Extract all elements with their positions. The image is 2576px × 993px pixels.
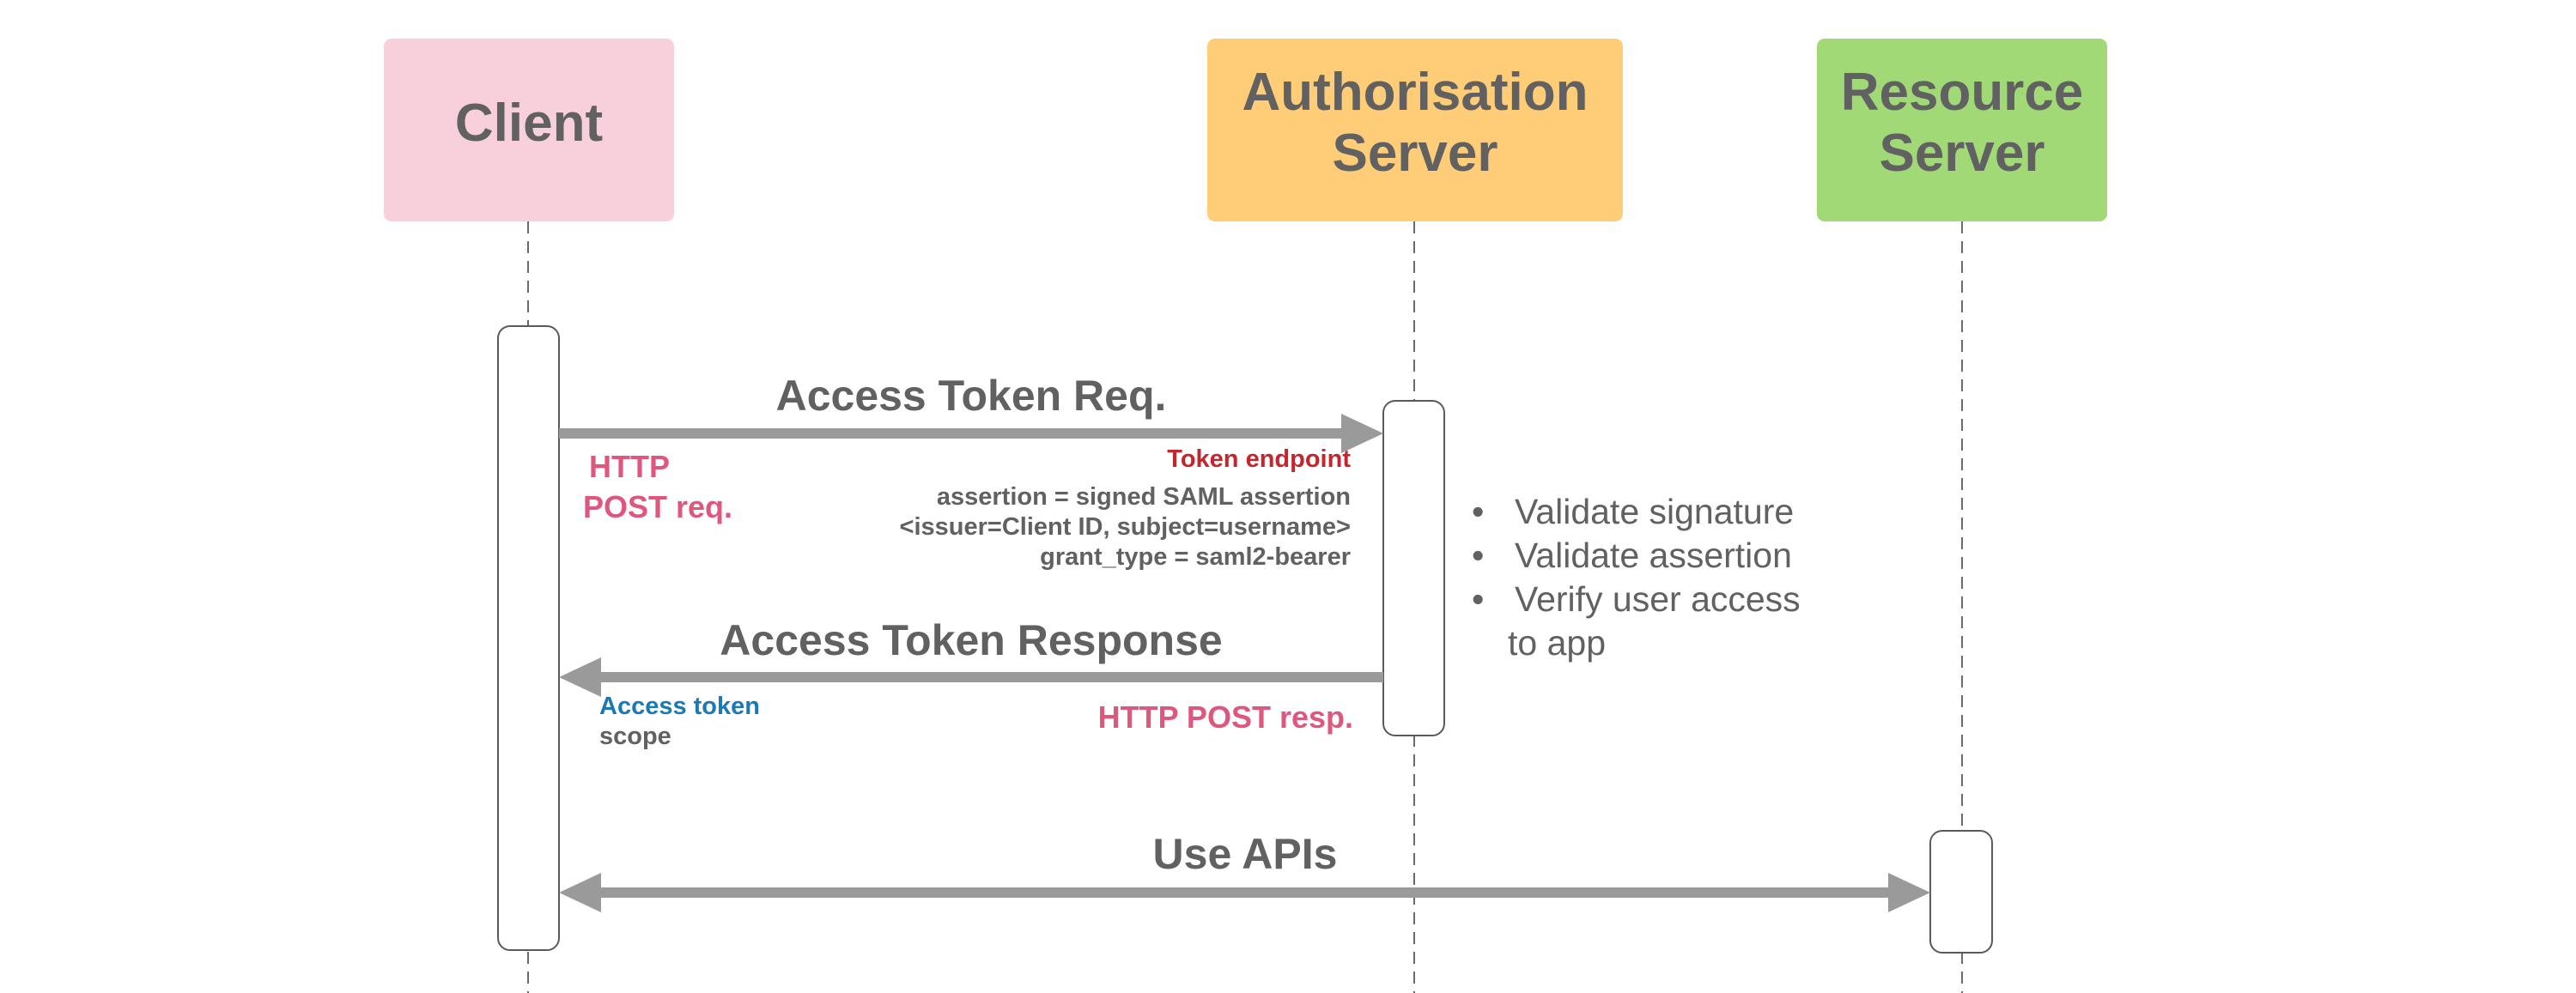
use-apis-arrow-head-right bbox=[1888, 873, 1930, 912]
access-token-response-label: Access Token Response bbox=[720, 616, 1222, 664]
resource-server-label-line2: Server bbox=[1879, 124, 2044, 183]
bullet-icon: • bbox=[1472, 579, 1484, 619]
access-token-request-label: Access Token Req. bbox=[776, 372, 1167, 420]
resource-server-activation-bar bbox=[1929, 830, 1993, 954]
grant-type-param: grant_type = saml2-bearer bbox=[1040, 543, 1351, 571]
validation-step-user-access-line2: to app bbox=[1508, 623, 1606, 663]
use-apis-arrow-head-left bbox=[559, 873, 601, 912]
client-label: Client bbox=[455, 94, 603, 153]
resource-server-box bbox=[1817, 39, 2107, 221]
token-endpoint-label: Token endpoint bbox=[1167, 445, 1351, 473]
http-post-req-line2: POST req. bbox=[583, 489, 732, 524]
validation-steps-list: • Validate signature • Validate assertio… bbox=[1472, 492, 1801, 663]
auth-server-label-line2: Server bbox=[1332, 124, 1498, 183]
client-activation-bar bbox=[497, 325, 560, 951]
resource-server-actor: Resource Server bbox=[1817, 39, 2107, 221]
auth-server-activation-bar bbox=[1382, 400, 1445, 736]
use-apis-arrow bbox=[559, 873, 1930, 912]
access-token-response-arrow bbox=[559, 657, 1383, 697]
access-token-request-arrow bbox=[559, 414, 1383, 453]
client-actor: Client bbox=[384, 39, 674, 221]
assertion-param-line1: assertion = signed SAML assertion bbox=[937, 483, 1351, 511]
validation-step-assertion: Validate assertion bbox=[1515, 536, 1792, 575]
bullet-icon: • bbox=[1472, 492, 1484, 531]
http-post-resp-label: HTTP POST resp. bbox=[1098, 699, 1353, 735]
http-post-req-line1: HTTP bbox=[589, 449, 670, 484]
auth-server-label-line1: Authorisation bbox=[1242, 63, 1589, 122]
use-apis-label: Use APIs bbox=[1153, 830, 1338, 878]
access-token-field: Access token bbox=[599, 693, 760, 720]
resource-server-label-line1: Resource bbox=[1841, 63, 2084, 122]
validation-step-user-access-line1: Verify user access bbox=[1515, 579, 1801, 619]
scope-field: scope bbox=[599, 723, 671, 750]
auth-server-actor: Authorisation Server bbox=[1207, 39, 1623, 221]
bullet-icon: • bbox=[1472, 536, 1484, 575]
response-arrow-head bbox=[559, 657, 601, 697]
auth-server-box bbox=[1207, 39, 1623, 221]
request-arrow-head bbox=[1341, 414, 1383, 453]
assertion-param-line2: <issuer=Client ID, subject=username> bbox=[900, 513, 1351, 541]
client-box bbox=[384, 39, 674, 221]
validation-step-signature: Validate signature bbox=[1515, 492, 1794, 531]
